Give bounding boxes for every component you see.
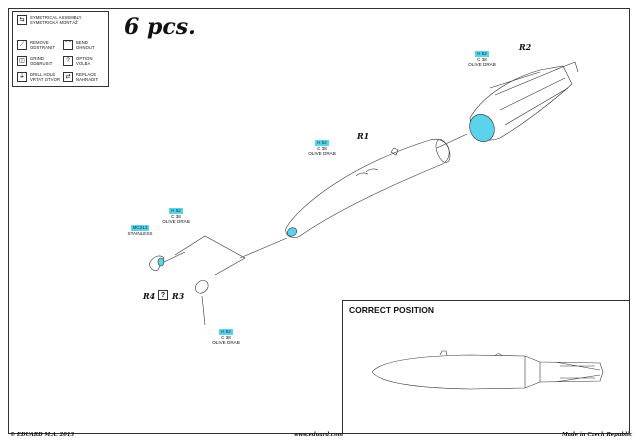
paint-code: H 52	[169, 208, 183, 214]
bomb-rear-ring	[435, 139, 451, 163]
paint-code: H 52	[315, 140, 329, 146]
option-icon: ?	[63, 56, 73, 66]
paint-line: OLIVE DRAB	[212, 340, 240, 346]
paint-line: C 38	[171, 213, 181, 219]
legend-item-bend: ⌒ BEND OHNOUT	[63, 40, 107, 50]
legend-item-grind: ◫ GRIND ODBRUSIT	[17, 56, 61, 66]
quantity-title: 6 pcs.	[124, 14, 196, 40]
legend-text: DRILL HOLE VRTAT OTVOR	[30, 72, 61, 82]
paint-line: C 38	[477, 56, 487, 62]
legend-text: OPTION VOLBA	[76, 56, 93, 66]
footer-copyright: © EDUARD M.A. 2013	[10, 432, 75, 438]
paint-callout-r3: H 52 C 38 OLIVE DRAB	[206, 329, 246, 346]
paint-code: H 52	[475, 51, 489, 57]
page-frame	[8, 8, 630, 434]
part-label-r2: R2	[519, 42, 532, 52]
paint-code: MC213	[130, 225, 150, 231]
symmetrical-assembly-icon: ⇆	[17, 15, 27, 25]
legend-item-symmetrical: ⇆ SYMETRICAL ASSEMBLY SYMETRICKÁ MONTÁŽ	[17, 15, 108, 25]
paint-line: OLIVE DRAB	[308, 151, 336, 157]
paint-callout-nose: H 52 C 38 OLIVE DRAB	[156, 208, 196, 225]
legend-text: SYMETRICAL ASSEMBLY SYMETRICKÁ MONTÁŽ	[30, 15, 82, 25]
paint-code: H 52	[219, 329, 233, 335]
legend-text: BEND OHNOUT	[76, 40, 95, 50]
nose-ring	[286, 227, 298, 237]
disc-part-r3	[195, 280, 209, 294]
option-icon: ?	[158, 290, 168, 300]
legend-text: REMOVE ODSTRANIT	[30, 40, 56, 50]
replace-icon: ⇄	[63, 72, 73, 82]
paint-callout-fuse: MC213 STAINLESS	[120, 225, 160, 236]
legend-text: REPLACE NAHRADIT	[76, 72, 99, 82]
paint-line: C 38	[317, 145, 327, 151]
paint-line: OLIVE DRAB	[468, 62, 496, 68]
footer-website[interactable]: www.eduard.com	[294, 432, 344, 438]
part-label-r3: R3	[172, 291, 185, 301]
drill-hole-icon: ⏚	[17, 72, 27, 82]
legend-box: ⇆ SYMETRICAL ASSEMBLY SYMETRICKÁ MONTÁŽ …	[12, 11, 109, 87]
correct-position-panel: CORRECT POSITION	[342, 300, 630, 434]
footer-origin: Made in Czech Republic	[562, 432, 633, 438]
grind-icon: ◫	[17, 56, 27, 66]
paint-line: C 38	[221, 334, 231, 340]
paint-line: OLIVE DRAB	[162, 219, 190, 225]
legend-item-option: ? OPTION VOLBA	[63, 56, 107, 66]
paint-callout-r1: H 52 C 38 OLIVE DRAB	[302, 140, 342, 157]
correct-position-title: CORRECT POSITION	[349, 305, 435, 315]
tail-disc	[469, 114, 495, 142]
part-label-r1: R1	[357, 131, 370, 141]
legend-item-drill-hole: ⏚ DRILL HOLE VRTAT OTVOR	[17, 72, 61, 82]
legend-item-replace: ⇄ REPLACE NAHRADIT	[63, 72, 107, 82]
bend-icon: ⌒	[63, 40, 73, 50]
paint-line: STAINLESS	[127, 230, 153, 236]
paint-callout-r2: H 52 C 38 OLIVE DRAB	[462, 51, 502, 68]
part-label-r4: R4	[143, 291, 156, 301]
legend-item-remove: ⟋ REMOVE ODSTRANIT	[17, 40, 61, 50]
remove-icon: ⟋	[17, 40, 27, 50]
correct-position-bomb	[371, 354, 604, 390]
legend-text: GRIND ODBRUSIT	[30, 56, 53, 66]
bomb-body-r1	[285, 138, 450, 238]
